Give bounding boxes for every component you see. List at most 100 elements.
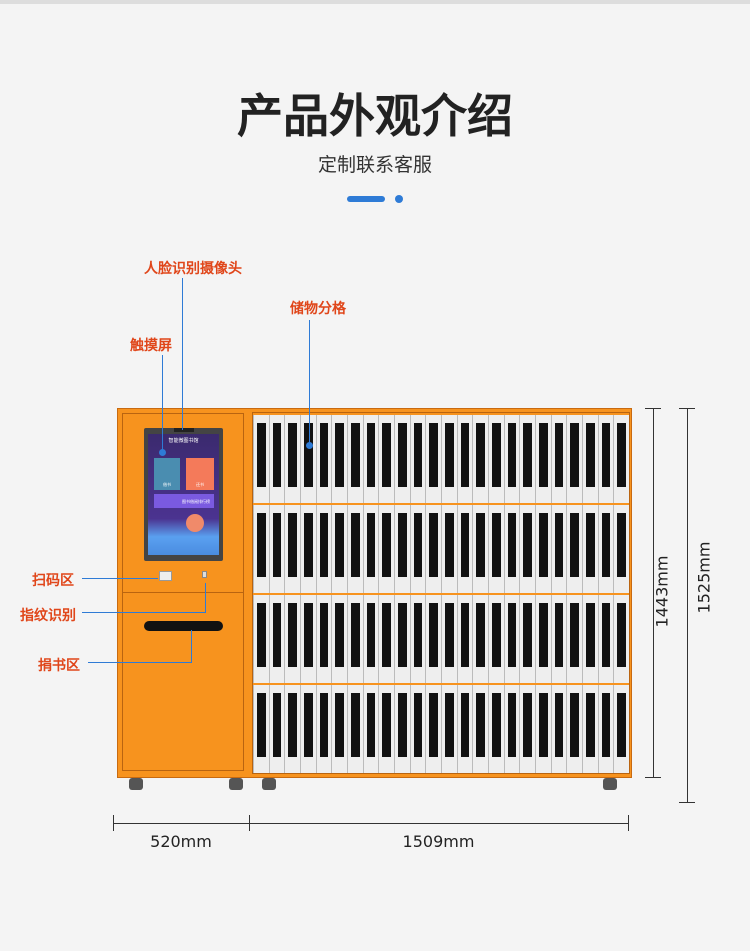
storage-compartment[interactable] [503, 505, 520, 593]
storage-compartment[interactable] [378, 505, 394, 593]
storage-compartment[interactable] [472, 415, 488, 503]
storage-compartment[interactable] [268, 685, 285, 773]
storage-compartment[interactable] [425, 505, 441, 593]
storage-compartment[interactable] [597, 415, 614, 503]
storage-compartment[interactable] [597, 505, 614, 593]
storage-compartment[interactable] [347, 415, 363, 503]
storage-compartment[interactable] [550, 505, 567, 593]
storage-compartment[interactable] [394, 505, 410, 593]
storage-compartment[interactable] [582, 595, 598, 683]
storage-compartment[interactable] [488, 595, 504, 683]
storage-compartment[interactable] [268, 505, 285, 593]
storage-compartment[interactable] [535, 595, 551, 683]
storage-compartment[interactable] [362, 685, 379, 773]
storage-compartment[interactable] [519, 415, 535, 503]
storage-compartment[interactable] [503, 685, 520, 773]
storage-compartment[interactable] [347, 685, 363, 773]
storage-compartment[interactable] [253, 685, 269, 773]
storage-compartment[interactable] [315, 685, 332, 773]
storage-compartment[interactable] [613, 595, 629, 683]
storage-compartment[interactable] [425, 685, 441, 773]
storage-compartment[interactable] [582, 505, 598, 593]
storage-compartment[interactable] [300, 415, 316, 503]
return-button[interactable]: 还书 [186, 458, 214, 490]
storage-compartment[interactable] [253, 415, 269, 503]
storage-compartment[interactable] [331, 415, 347, 503]
storage-compartment[interactable] [362, 415, 379, 503]
storage-compartment[interactable] [394, 685, 410, 773]
storage-compartment[interactable] [284, 415, 300, 503]
storage-compartment[interactable] [331, 685, 347, 773]
storage-compartment[interactable] [315, 595, 332, 683]
storage-compartment[interactable] [362, 505, 379, 593]
storage-compartment[interactable] [441, 505, 457, 593]
storage-compartment[interactable] [300, 595, 316, 683]
storage-compartment[interactable] [253, 595, 269, 683]
storage-compartment[interactable] [519, 685, 535, 773]
storage-compartment[interactable] [613, 685, 629, 773]
storage-compartment[interactable] [566, 415, 582, 503]
storage-compartment[interactable] [268, 595, 285, 683]
storage-compartment[interactable] [409, 415, 426, 503]
storage-compartment[interactable] [535, 505, 551, 593]
storage-compartment[interactable] [362, 595, 379, 683]
storage-compartment[interactable] [488, 415, 504, 503]
storage-compartment[interactable] [347, 595, 363, 683]
storage-compartment[interactable] [503, 415, 520, 503]
storage-compartment[interactable] [535, 415, 551, 503]
storage-compartment[interactable] [441, 595, 457, 683]
storage-compartment[interactable] [425, 415, 441, 503]
storage-compartment[interactable] [488, 685, 504, 773]
touchscreen[interactable]: 智能微图书馆 借书 还书 图书借阅排行榜 [144, 428, 223, 561]
storage-compartment[interactable] [597, 685, 614, 773]
storage-compartment[interactable] [315, 415, 332, 503]
storage-compartment[interactable] [441, 415, 457, 503]
storage-compartment[interactable] [394, 415, 410, 503]
storage-compartment[interactable] [472, 685, 488, 773]
storage-compartment[interactable] [253, 505, 269, 593]
storage-compartment[interactable] [613, 505, 629, 593]
storage-compartment[interactable] [519, 505, 535, 593]
storage-compartment[interactable] [535, 685, 551, 773]
storage-compartment[interactable] [597, 595, 614, 683]
storage-compartment[interactable] [613, 415, 629, 503]
storage-compartment[interactable] [456, 505, 473, 593]
storage-compartment[interactable] [566, 595, 582, 683]
storage-compartment[interactable] [331, 505, 347, 593]
storage-compartment[interactable] [582, 415, 598, 503]
storage-compartment[interactable] [315, 505, 332, 593]
storage-compartment[interactable] [378, 685, 394, 773]
storage-compartment[interactable] [456, 685, 473, 773]
storage-compartment[interactable] [347, 505, 363, 593]
storage-compartment[interactable] [378, 415, 394, 503]
storage-compartment[interactable] [456, 595, 473, 683]
storage-compartment[interactable] [284, 595, 300, 683]
storage-compartment[interactable] [503, 595, 520, 683]
storage-compartment[interactable] [284, 685, 300, 773]
storage-compartment[interactable] [409, 685, 426, 773]
storage-compartment[interactable] [472, 505, 488, 593]
storage-compartment[interactable] [300, 505, 316, 593]
storage-compartment[interactable] [566, 685, 582, 773]
storage-compartment[interactable] [284, 505, 300, 593]
storage-compartment[interactable] [409, 505, 426, 593]
storage-compartment[interactable] [409, 595, 426, 683]
storage-compartment[interactable] [268, 415, 285, 503]
storage-compartment[interactable] [582, 685, 598, 773]
storage-compartment[interactable] [456, 415, 473, 503]
storage-compartment[interactable] [378, 595, 394, 683]
storage-compartment[interactable] [300, 685, 316, 773]
storage-compartment[interactable] [425, 595, 441, 683]
storage-compartment[interactable] [394, 595, 410, 683]
storage-compartment[interactable] [331, 595, 347, 683]
storage-compartment[interactable] [566, 505, 582, 593]
storage-compartment[interactable] [519, 595, 535, 683]
storage-compartment[interactable] [550, 685, 567, 773]
storage-compartment[interactable] [550, 415, 567, 503]
ranking-banner[interactable]: 图书借阅排行榜 [154, 494, 214, 508]
storage-compartment[interactable] [550, 595, 567, 683]
storage-compartment[interactable] [441, 685, 457, 773]
storage-compartment[interactable] [472, 595, 488, 683]
storage-compartment[interactable] [488, 505, 504, 593]
borrow-button[interactable]: 借书 [154, 458, 180, 490]
